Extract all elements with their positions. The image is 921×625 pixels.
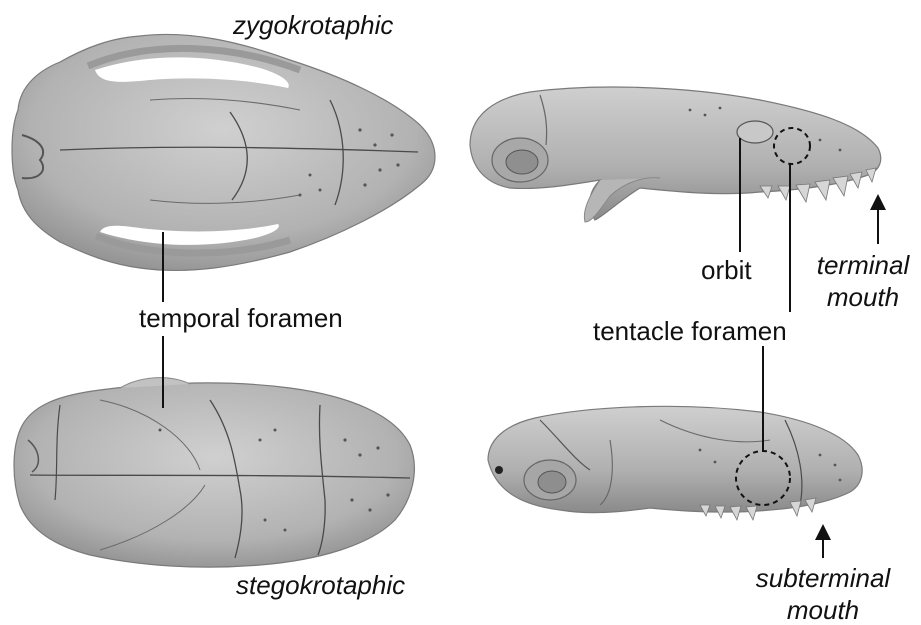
label-tentacle-foramen: tentacle foramen: [593, 318, 787, 344]
label-zygokrotaphic: zygokrotaphic: [233, 12, 393, 38]
arrows: [815, 194, 886, 558]
label-stegokrotaphic: stegokrotaphic: [236, 572, 405, 598]
zygokrotaphic-skull-lateral: [470, 87, 881, 222]
stegokrotaphic-skull-dorsal: [14, 378, 414, 568]
label-temporal-foramen: temporal foramen: [139, 305, 343, 331]
label-subterminal-mouth: subterminal mouth: [733, 565, 913, 623]
stegokrotaphic-skull-lateral: [488, 406, 862, 520]
label-subterminal-mouth-word: mouth: [733, 597, 913, 623]
terminal-mouth-arrowhead: [870, 194, 886, 210]
subterminal-mouth-arrowhead: [815, 524, 831, 540]
label-terminal: terminal: [808, 252, 918, 278]
label-orbit: orbit: [701, 257, 752, 283]
label-subterminal: subterminal: [733, 565, 913, 591]
zygokrotaphic-skull-dorsal: [12, 34, 435, 270]
label-terminal-mouth-word: mouth: [808, 284, 918, 310]
label-terminal-mouth: terminal mouth: [808, 252, 918, 310]
